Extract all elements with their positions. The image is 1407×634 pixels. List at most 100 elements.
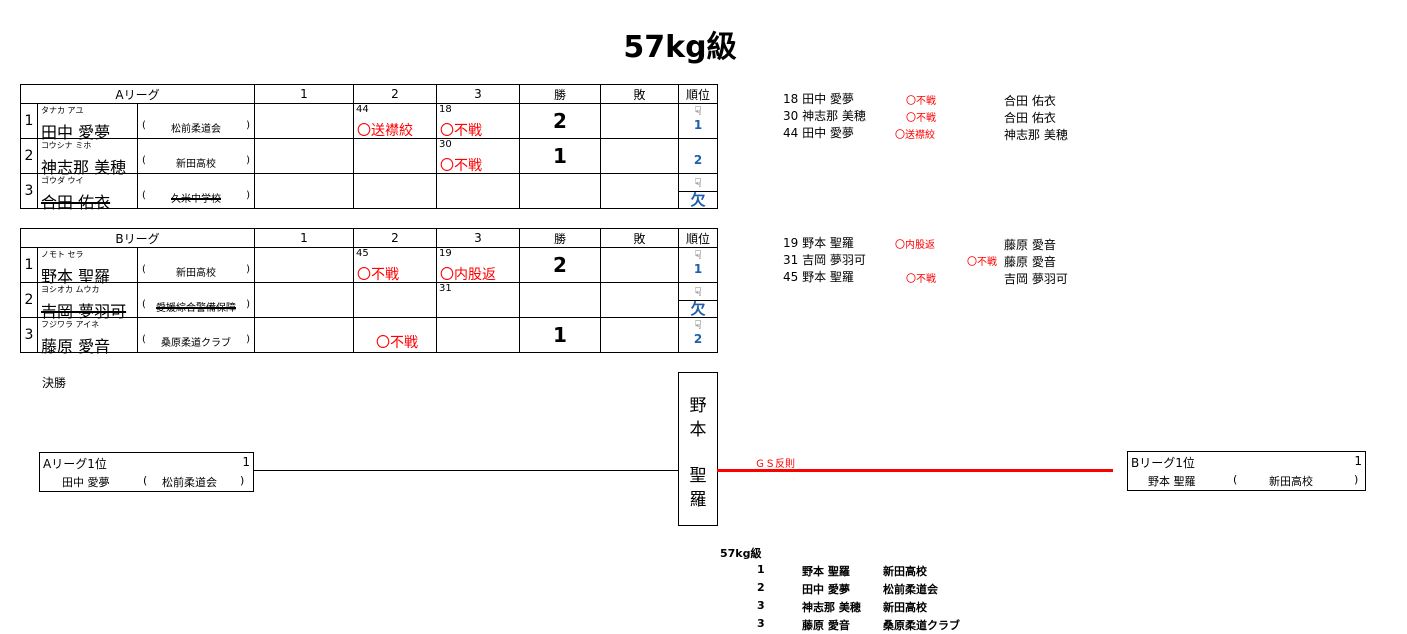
match-number: 19 <box>439 248 452 259</box>
result-match-winner: 45 野本 聖羅 <box>783 270 854 284</box>
pointer-hand-icon: ☟ <box>694 248 702 262</box>
rank-cell: ☟欠 <box>678 282 718 318</box>
losses-count <box>600 138 679 174</box>
player-name-cell: フジワラ アイネ藤原 愛音 <box>37 317 138 356</box>
final-a-box: Aリーグ1位 1 田中 愛夢 ( 松前柔道会 ) <box>39 452 254 492</box>
school-wrap: (久米中学校) <box>142 190 250 205</box>
winner-line <box>717 469 1113 472</box>
losses-count <box>600 247 679 283</box>
winner-char: 野 <box>689 396 707 416</box>
match-result: 〇内股返 <box>440 267 496 283</box>
rank-top: ☟ <box>679 174 717 192</box>
player-kana: ゴウダ ウイ <box>41 176 84 185</box>
player-kana: コウシナ ミホ <box>41 141 92 150</box>
player-name-cell: ヨシオカ ムウカ吉岡 夢羽可 <box>37 282 138 321</box>
match-cell <box>254 138 354 174</box>
player-name: 野本 聖羅 <box>41 267 111 286</box>
standings-title: 57kg級 <box>720 547 762 560</box>
paren: ) <box>240 474 245 487</box>
match-cell <box>254 317 354 353</box>
column-header: 1 <box>254 228 354 248</box>
result-loser: 藤原 愛音 <box>1004 255 1056 269</box>
paren: ) <box>246 334 250 345</box>
page-title: 57kg級 <box>623 30 737 65</box>
rank-value: 欠 <box>690 300 706 318</box>
result-technique: 〇送襟絞 <box>895 130 935 141</box>
match-number: 44 <box>356 104 369 115</box>
result-loser: 合田 佑衣 <box>1004 111 1056 125</box>
result-loser: 吉岡 夢羽可 <box>1004 272 1068 286</box>
league-name: Aリーグ <box>20 84 255 104</box>
school-wrap: (新田高校) <box>142 264 250 279</box>
match-cell <box>353 138 437 174</box>
result-match-winner: 18 田中 愛夢 <box>783 92 854 106</box>
rank-cell: 2 <box>678 138 718 174</box>
player-number: 3 <box>20 173 38 209</box>
player-number: 3 <box>20 317 38 353</box>
pointer-hand-icon: ☟ <box>694 175 702 190</box>
match-cell <box>436 173 520 209</box>
final-a-name: 田中 愛夢 <box>62 476 110 489</box>
paren: ) <box>246 299 250 310</box>
final-a-seed: 1 <box>242 455 250 469</box>
result-technique: 〇不戦 <box>906 113 936 124</box>
rank-cell: ☟1 <box>678 103 718 139</box>
player-school-cell: (桑原柔道クラブ) <box>137 317 255 353</box>
player-kana: タナカ アユ <box>41 106 84 115</box>
result-technique: 〇不戦 <box>906 96 936 107</box>
match-cell <box>254 247 354 283</box>
player-school: 久米中学校 <box>171 194 221 205</box>
player-name: 吉岡 夢羽可 <box>41 302 127 321</box>
paren: ( <box>142 190 146 201</box>
standing-place: 3 <box>757 617 765 630</box>
wins-count <box>519 173 601 209</box>
standing-school: 桑原柔道クラブ <box>883 619 960 632</box>
result-technique: 〇内股返 <box>895 240 935 251</box>
paren: ( <box>142 120 146 131</box>
paren: ( <box>1233 473 1238 486</box>
match-result: 〇送襟絞 <box>357 123 413 139</box>
losses-count <box>600 103 679 139</box>
paren: ( <box>142 334 146 345</box>
result-match-winner: 30 神志那 美穂 <box>783 109 866 123</box>
result-match-winner: 44 田中 愛夢 <box>783 126 854 140</box>
paren: ) <box>246 120 250 131</box>
player-name: 田中 愛夢 <box>41 123 111 142</box>
match-number: 31 <box>439 283 452 294</box>
player-name: 神志那 美穂 <box>41 158 127 177</box>
paren: ( <box>142 299 146 310</box>
final-b-name: 野本 聖羅 <box>1148 475 1196 488</box>
paren: ( <box>143 474 148 487</box>
column-header: 1 <box>254 84 354 104</box>
match-cell <box>353 282 437 318</box>
result-match-winner: 19 野本 聖羅 <box>783 236 854 250</box>
losses-count <box>600 317 679 353</box>
match-cell <box>353 173 437 209</box>
player-school-cell: (久米中学校) <box>137 173 255 209</box>
paren: ( <box>142 264 146 275</box>
match-cell: 44 〇送襟絞 <box>353 103 437 139</box>
player-number: 2 <box>20 282 38 318</box>
match-cell: 〇不戦 <box>353 317 437 353</box>
league-name: Bリーグ <box>20 228 255 248</box>
player-school: 新田高校 <box>176 268 216 279</box>
wins-count: 1 <box>519 138 601 174</box>
final-b-title: Bリーグ1位 <box>1131 456 1195 470</box>
player-name-cell: タナカ アユ田中 愛夢 <box>37 103 138 142</box>
player-name-cell: コウシナ ミホ神志那 美穂 <box>37 138 138 177</box>
rank-value: 1 <box>693 118 703 132</box>
match-cell: 19 〇内股返 <box>436 247 520 283</box>
paren: ) <box>1354 473 1359 486</box>
losses-count <box>600 282 679 318</box>
pointer-hand-icon: ☟ <box>694 284 702 299</box>
column-header: 2 <box>353 228 437 248</box>
standing-name: 神志那 美穂 <box>802 601 861 614</box>
rank-cell: ☟2 <box>678 317 718 353</box>
final-result: ＧＳ反則 <box>755 459 795 470</box>
match-cell <box>436 317 520 353</box>
school-wrap: (桑原柔道クラブ) <box>142 334 250 349</box>
final-b-school: 新田高校 <box>1269 475 1313 488</box>
